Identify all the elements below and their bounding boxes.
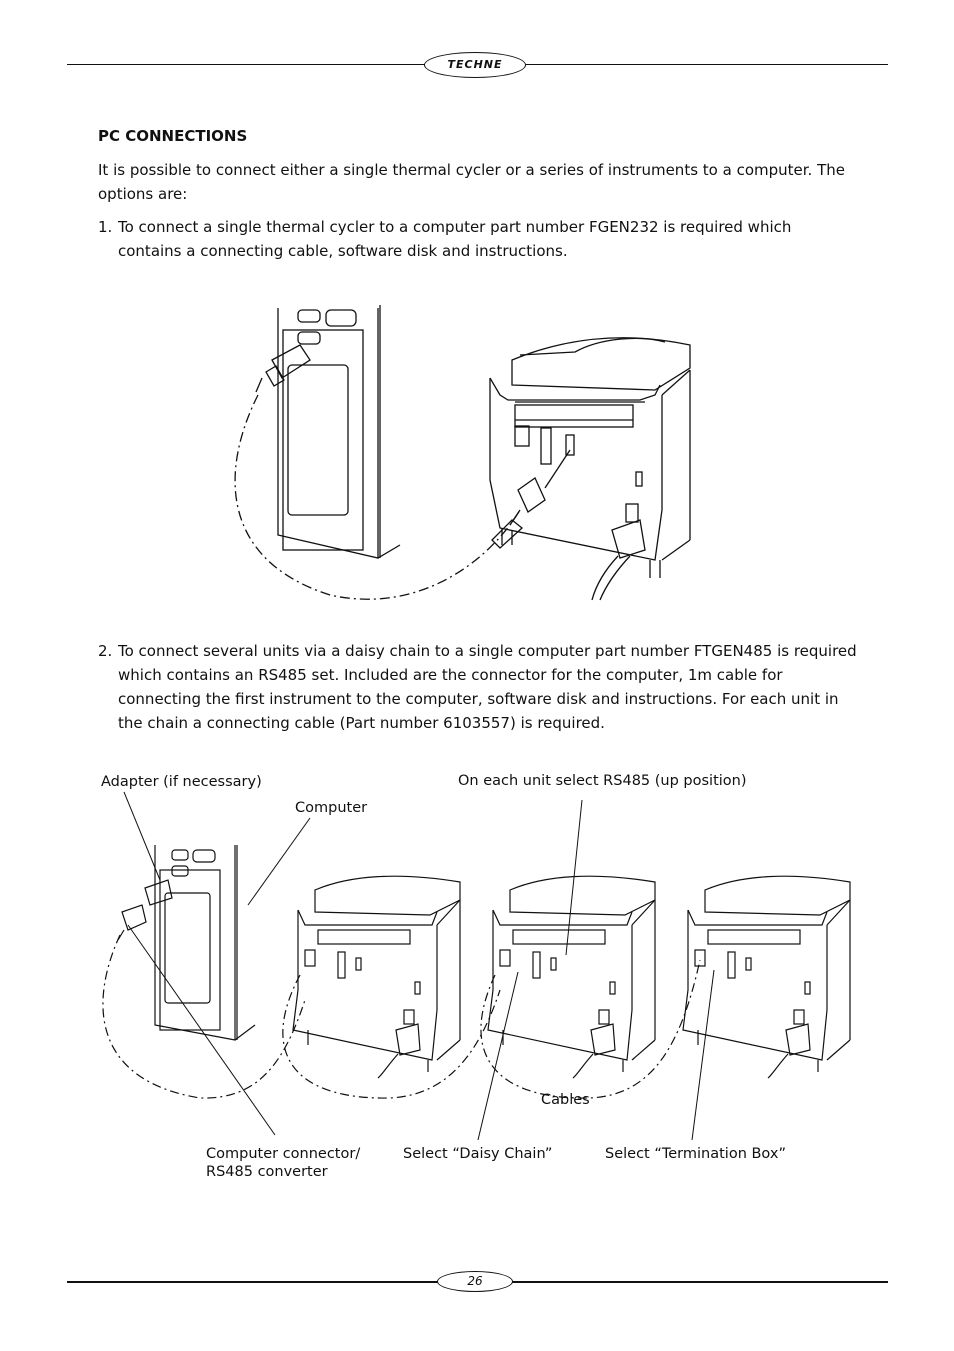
section-heading: PC CONNECTIONS [98, 127, 248, 145]
computer-tower [277, 305, 401, 559]
thermal-cycler-unit-3 [682, 875, 851, 1079]
header-rule-right [524, 64, 888, 65]
serial-plug-computer [255, 344, 311, 393]
techne-logo: TECHNE [424, 52, 526, 78]
label-cables: Cables [541, 1092, 590, 1108]
serial-cable [234, 394, 521, 600]
computer-cable [102, 934, 306, 1099]
logo-text: TECHNE [447, 58, 503, 71]
label-adapter: Adapter (if necessary) [101, 774, 262, 790]
label-connector-line1: Computer connector/ [206, 1146, 361, 1162]
label-rs485-select: On each unit select RS485 (up position) [458, 773, 747, 789]
leader-lines [123, 791, 715, 1141]
label-connector-line2: RS485 converter [206, 1164, 328, 1180]
label-termination-box: Select “Termination Box” [605, 1146, 786, 1162]
chain-cable-1 [282, 974, 501, 1099]
footer-rule-right [511, 1281, 888, 1283]
page-number: 26 [437, 1271, 513, 1292]
option-1-number: 1. [98, 218, 113, 236]
option-2-text: To connect several units via a daisy cha… [118, 642, 857, 732]
thermal-cycler-unit-1 [292, 875, 461, 1079]
serial-plug-cycler [491, 449, 571, 549]
label-daisy-chain: Select “Daisy Chain” [403, 1146, 553, 1162]
thermal-cycler-unit-2 [487, 875, 656, 1079]
option-2-number: 2. [98, 642, 113, 660]
thermal-cycler-unit [489, 337, 691, 601]
header-rule-left [67, 64, 427, 65]
intro-paragraph: It is possible to connect either a singl… [98, 161, 845, 203]
label-computer: Computer [295, 800, 368, 816]
option-1-text: To connect a single thermal cycler to a … [118, 218, 792, 260]
footer-rule-left [67, 1281, 439, 1283]
chain-cable-2 [480, 959, 701, 1099]
computer-tower-2 [117, 845, 256, 1041]
